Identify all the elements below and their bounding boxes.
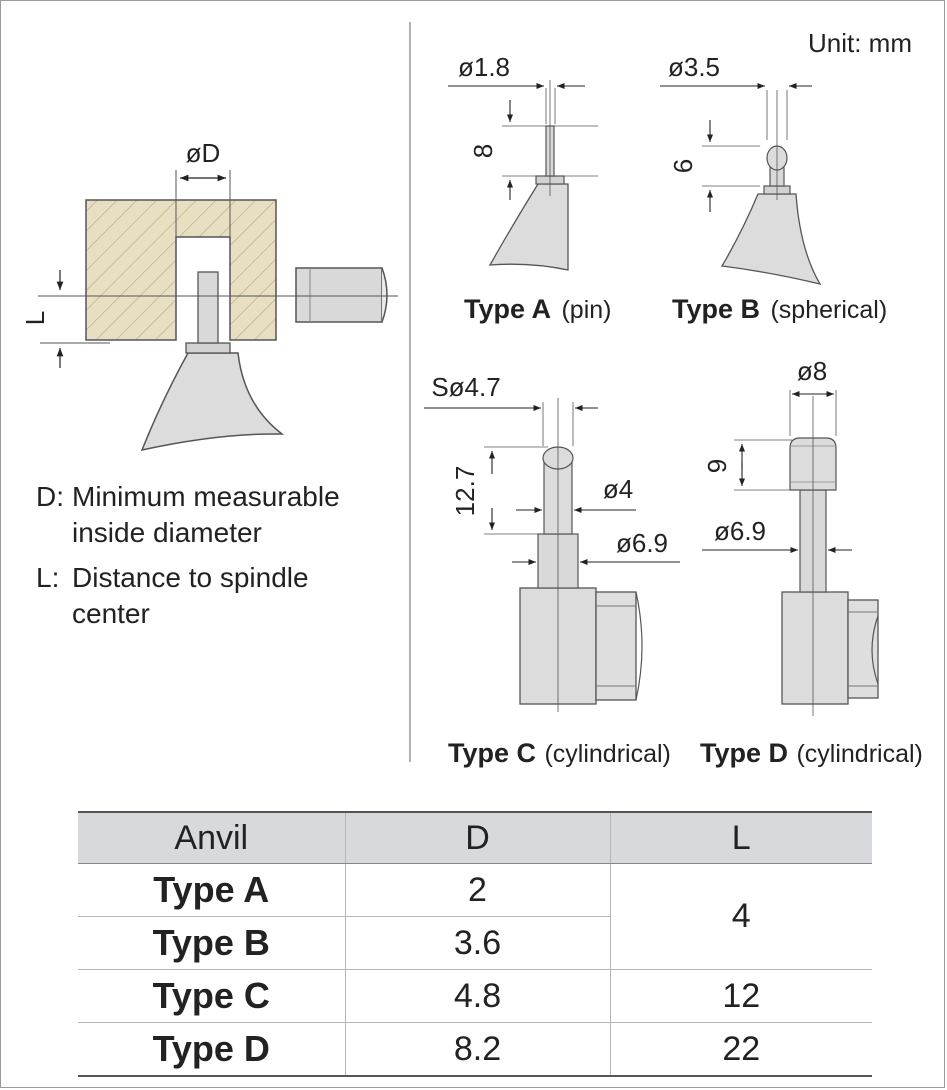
anvil-diagram: Unit: mm L øD D: Minimum measurable [20, 22, 923, 768]
d-cell: 8.2 [344, 1022, 610, 1077]
legend-text: Minimum measurable [72, 481, 340, 512]
table-header-row: Anvil D L [78, 811, 872, 864]
dim-label: ø6.9 [616, 528, 668, 558]
column-header-l: L [609, 811, 872, 864]
dim-label: ø8 [797, 356, 827, 386]
table-row: Type A 2 4 [78, 863, 872, 970]
d-cell: 4.8 [344, 969, 610, 1023]
anvil-cell: Type B [78, 916, 345, 970]
l-cell: 4 [609, 863, 872, 970]
legend-l: L: Distance to spindle center [36, 562, 309, 629]
dim-label: ø6.9 [714, 516, 766, 546]
table-row: Type C 4.8 12 [78, 969, 872, 1023]
unit-label: Unit: mm [808, 28, 912, 58]
workpiece-illustration: L øD [20, 138, 398, 452]
dim-label: ø1.8 [458, 52, 510, 82]
dim-label: 8 [468, 144, 498, 158]
diameter-label: øD [186, 138, 221, 168]
anvil-cell: Type A [78, 863, 345, 917]
l-cell: 22 [609, 1022, 872, 1077]
d-cell: 2 [344, 863, 610, 917]
spindle-shape [295, 267, 388, 323]
type-b-diagram: ø3.5 6 Type B (spherical) [660, 52, 887, 324]
dim-label: Sø4.7 [431, 372, 500, 402]
legend-key: L: [36, 562, 59, 593]
anvil-shape [140, 271, 285, 452]
anvil-cell: Type C [78, 969, 345, 1023]
table-row: Type D 8.2 22 [78, 1022, 872, 1077]
type-d-caption: Type D (cylindrical) [700, 738, 923, 768]
l-cell: 12 [609, 969, 872, 1023]
anvil-cell: Type D [78, 1022, 345, 1077]
dim-label: ø3.5 [668, 52, 720, 82]
legend-text: inside diameter [72, 517, 262, 548]
type-c-caption: Type C (cylindrical) [448, 738, 671, 768]
type-a-caption: Type A (pin) [464, 294, 611, 324]
legend-text: Distance to spindle [72, 562, 309, 593]
column-header-anvil: Anvil [78, 811, 345, 864]
table-row: Type B 3.6 [78, 916, 872, 970]
type-c-diagram: Sø4.7 12.7 ø4 ø6.9 Type C (cylindrical) [424, 372, 680, 768]
legend-key: D: [36, 481, 64, 512]
anvil-spec-table: Anvil D L Type A 2 4 Type B 3.6 Type C 4… [78, 811, 872, 1077]
dim-label: 12.7 [450, 466, 480, 517]
distance-label: L [20, 311, 50, 325]
type-a-diagram: ø1.8 8 Type A (pin) [448, 52, 611, 324]
column-header-d: D [344, 811, 610, 864]
d-cell: 3.6 [344, 916, 610, 970]
legend-d: D: Minimum measurable inside diameter [36, 481, 340, 548]
type-d-diagram: ø8 9 ø6.9 Type D (cylindrical) [700, 356, 923, 768]
legend-text: center [72, 598, 150, 629]
dim-label: ø4 [603, 474, 633, 504]
dim-label: 6 [668, 159, 698, 173]
dim-label: 9 [702, 459, 732, 473]
type-b-caption: Type B (spherical) [672, 294, 887, 324]
